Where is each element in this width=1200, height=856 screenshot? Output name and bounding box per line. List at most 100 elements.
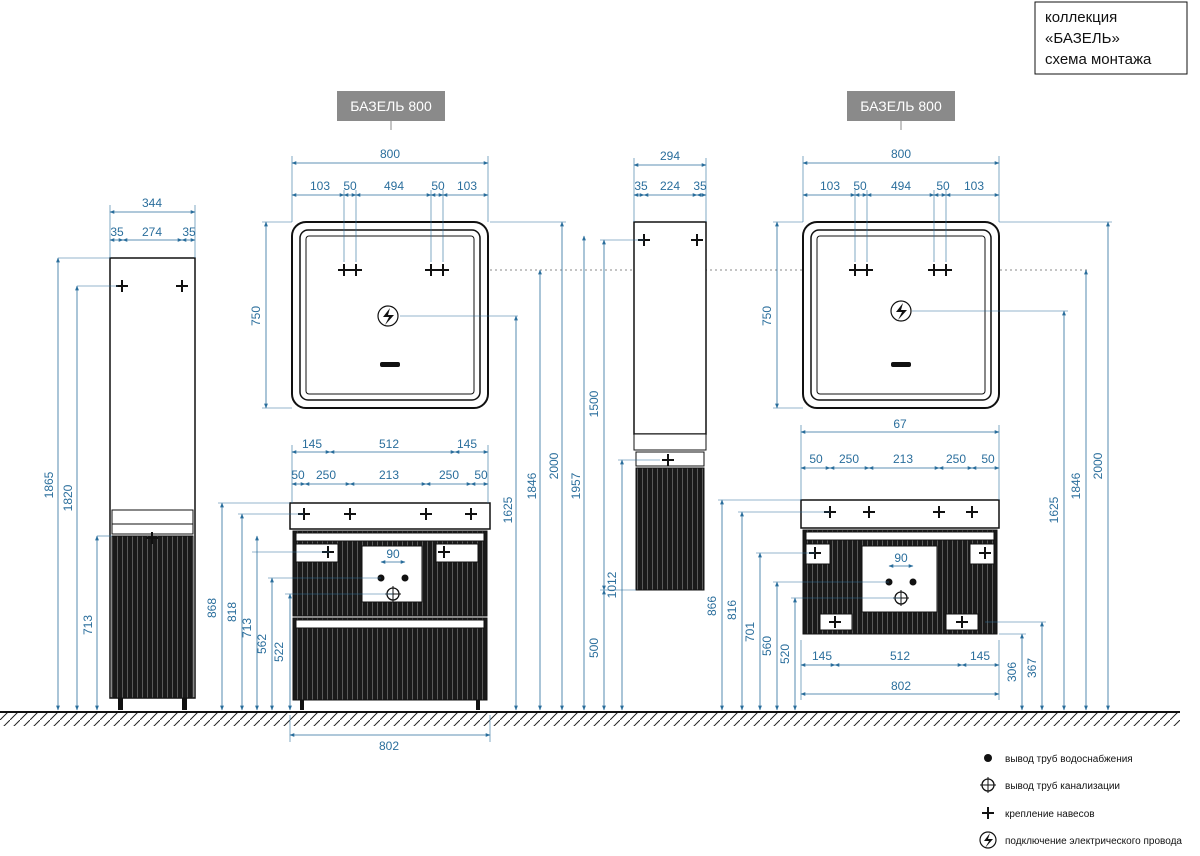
dim-m2-103a: 103	[820, 179, 840, 193]
lightning-icon	[890, 300, 912, 322]
dim-c2-2000: 2000	[1091, 452, 1105, 479]
mount-cross-icon	[176, 280, 188, 292]
dimension-labels: 344 35 274 35 1865 1820 713 800 103 50 4…	[42, 147, 1105, 753]
lightning-icon	[979, 831, 997, 849]
dim-c2-90: 90	[894, 551, 908, 565]
dim-c2-250b: 250	[946, 452, 966, 466]
vanity-wall	[800, 499, 1000, 635]
model-tag-left-label: БАЗЕЛЬ 800	[350, 98, 432, 114]
dim-m1-103a: 103	[310, 179, 330, 193]
dim-c1-1957: 1957	[569, 472, 583, 499]
dim-c2-1846: 1846	[1069, 472, 1083, 499]
model-tag-left: БАЗЕЛЬ 800	[337, 91, 445, 130]
model-tag-right-label: БАЗЕЛЬ 800	[860, 98, 942, 114]
water-supply-icon	[909, 578, 917, 586]
dim-c2-250a: 250	[839, 452, 859, 466]
mount-cross-icon	[425, 264, 437, 276]
dim-c1-2000: 2000	[547, 452, 561, 479]
dim-m1-50a: 50	[343, 179, 357, 193]
floor	[0, 711, 1180, 726]
mount-cross-icon	[146, 532, 158, 544]
vanity-floor	[289, 502, 491, 710]
touch-switch-icon	[380, 362, 400, 367]
dim-c2-866: 866	[705, 596, 719, 616]
dim-m1-50b: 50	[431, 179, 445, 193]
dim-c2-50a: 50	[809, 452, 823, 466]
dim-p-1012: 1012	[605, 571, 619, 598]
title-line-1: коллекция	[1045, 9, 1117, 26]
dim-p-1500: 1500	[587, 390, 601, 417]
mount-cross-icon	[863, 506, 875, 518]
dim-c2-701: 701	[743, 622, 757, 642]
legend: вывод труб водоснабжения вывод труб кана…	[979, 753, 1182, 849]
dim-c1-802: 802	[379, 739, 399, 753]
dim-c1-90: 90	[386, 547, 400, 561]
dim-c1-868: 868	[205, 598, 219, 618]
mount-cross-icon	[849, 264, 861, 276]
legend-item-water: вывод труб водоснабжения	[984, 753, 1133, 765]
dim-c1-1846: 1846	[525, 472, 539, 499]
dim-c2-145a: 145	[812, 649, 832, 663]
mount-cross-icon	[979, 547, 991, 559]
dim-tall-1865: 1865	[42, 471, 56, 498]
mount-cross-icon	[438, 546, 450, 558]
dim-c2-520: 520	[778, 644, 792, 664]
mount-cross-icon	[956, 616, 968, 628]
dim-c1-818: 818	[225, 602, 239, 622]
dim-c1-713: 713	[240, 618, 254, 638]
mount-cross-icon	[437, 264, 449, 276]
dim-m2-103b: 103	[964, 179, 984, 193]
dim-tall-274: 274	[142, 225, 162, 239]
dim-c1-50a: 50	[291, 468, 305, 482]
dim-c1-512: 512	[379, 437, 399, 451]
title-line-2: «БАЗЕЛЬ»	[1045, 30, 1120, 47]
mount-cross-icon	[861, 264, 873, 276]
mount-cross-icon	[691, 234, 703, 246]
dim-m2-50b: 50	[936, 179, 950, 193]
dim-c2-306: 306	[1005, 662, 1019, 682]
mount-cross-icon	[420, 508, 432, 520]
dim-c2-213: 213	[893, 452, 913, 466]
dim-m2-50a: 50	[853, 179, 867, 193]
touch-switch-icon	[891, 362, 911, 367]
dim-c1-50b: 50	[474, 468, 488, 482]
water-supply-icon	[401, 574, 409, 582]
dim-tall-344: 344	[142, 196, 162, 210]
mount-cross-icon	[465, 508, 477, 520]
dim-m1-800: 800	[380, 147, 400, 161]
mount-cross-icon	[350, 264, 362, 276]
legend-label-electric: подключение электрического провода	[1005, 836, 1182, 847]
legend-label-sewer: вывод труб канализации	[1005, 780, 1120, 792]
dim-p-224: 224	[660, 179, 680, 193]
mount-cross-icon	[344, 508, 356, 520]
mount-cross-icon	[966, 506, 978, 518]
dim-c2-145b: 145	[970, 649, 990, 663]
dim-m1-494: 494	[384, 179, 404, 193]
legend-label-water: вывод труб водоснабжения	[1005, 753, 1133, 765]
dim-c2-367: 367	[1025, 658, 1039, 678]
dim-m1-103b: 103	[457, 179, 477, 193]
legend-label-mount: крепление навесов	[1005, 809, 1095, 820]
dim-m2-800: 800	[891, 147, 911, 161]
mount-cross-icon	[928, 264, 940, 276]
dim-c2-67: 67	[893, 417, 907, 431]
dim-c2-802: 802	[891, 679, 911, 693]
dim-c1-213: 213	[379, 468, 399, 482]
legend-item-mount: крепление навесов	[982, 807, 1095, 820]
mount-cross-icon	[662, 454, 674, 466]
legend-item-sewer: вывод труб канализации	[980, 777, 1120, 793]
dim-c2-1625: 1625	[1047, 496, 1061, 523]
title-box: коллекция «БАЗЕЛЬ» схема монтажа	[1034, 1, 1188, 75]
dim-c2-816: 816	[725, 600, 739, 620]
dim-p-35b: 35	[693, 179, 707, 193]
dimension-lines	[56, 156, 1112, 742]
dim-m2-750: 750	[760, 306, 774, 326]
mount-cross-icon	[933, 506, 945, 518]
dim-tall-1820: 1820	[61, 484, 75, 511]
dim-tall-35b: 35	[182, 225, 196, 239]
dim-m2-494: 494	[891, 179, 911, 193]
mount-cross-icon	[982, 807, 994, 819]
lightning-icon	[377, 305, 399, 327]
dim-p-500: 500	[587, 638, 601, 658]
